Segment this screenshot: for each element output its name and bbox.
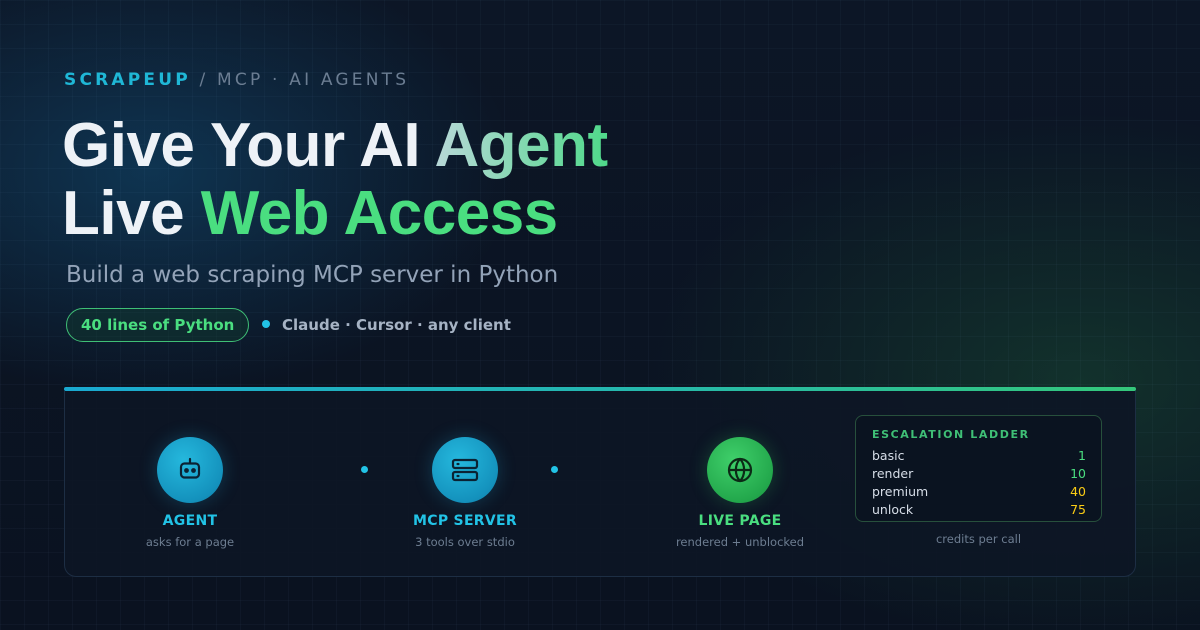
ladder-row-basic: basic 1 bbox=[872, 447, 1086, 465]
ladder-row-label: unlock bbox=[872, 502, 914, 517]
subtitle: Build a web scraping MCP server in Pytho… bbox=[66, 262, 559, 288]
ladder-row-value: 75 bbox=[1070, 502, 1086, 517]
server-icon-circle bbox=[432, 437, 498, 503]
headline-line-2: Live Web Access bbox=[62, 180, 608, 248]
supported-clients: Claude · Cursor · any client bbox=[282, 316, 511, 334]
brand-name: SCRAPEUP bbox=[64, 70, 191, 90]
ladder-row-label: render bbox=[872, 466, 914, 481]
agent-subtitle: asks for a page bbox=[145, 535, 235, 549]
ladder-row-render: render 10 bbox=[872, 465, 1086, 483]
robot-icon bbox=[179, 457, 201, 479]
headline-line-1-highlight: Agent bbox=[434, 111, 609, 180]
globe-icon-circle bbox=[707, 437, 773, 503]
flow-node-mcp-server: MCP SERVER 3 tools over stdio bbox=[365, 437, 565, 549]
ladder-row-value: 10 bbox=[1070, 466, 1086, 481]
server-icon bbox=[451, 458, 479, 482]
live-page-subtitle: rendered + unblocked bbox=[675, 535, 805, 549]
agent-title: AGENT bbox=[162, 513, 218, 529]
flow-connector-dot bbox=[361, 466, 368, 473]
eyebrow: SCRAPEUP / MCP · AI AGENTS bbox=[64, 70, 409, 90]
eyebrow-tagline: / MCP · AI AGENTS bbox=[190, 70, 410, 90]
agent-icon-circle bbox=[157, 437, 223, 503]
flow-connector-dot bbox=[551, 466, 558, 473]
ladder-row-premium: premium 40 bbox=[872, 483, 1086, 501]
escalation-ladder-card: ESCALATION LADDER basic 1 render 10 prem… bbox=[855, 415, 1102, 522]
headline: Give Your AI Agent Live Web Access bbox=[62, 112, 608, 248]
mcp-server-title: MCP SERVER bbox=[413, 513, 517, 529]
headline-line-1: Give Your AI Agent bbox=[62, 112, 608, 180]
headline-line-2-plain: Live bbox=[62, 179, 201, 248]
ladder-row-label: basic bbox=[872, 448, 905, 463]
lines-of-code-badge: 40 lines of Python bbox=[66, 308, 250, 342]
panel-accent-bar bbox=[64, 387, 1136, 391]
ladder-row-value: 40 bbox=[1070, 484, 1086, 499]
ladder-row-unlock: unlock 75 bbox=[872, 501, 1086, 519]
ladder-caption: credits per call bbox=[935, 532, 1022, 546]
ladder-row-label: premium bbox=[872, 484, 929, 499]
globe-icon bbox=[727, 457, 753, 483]
mcp-server-subtitle: 3 tools over stdio bbox=[415, 535, 515, 549]
headline-line-1-plain: Give Your AI bbox=[62, 111, 435, 180]
escalation-ladder-title: ESCALATION LADDER bbox=[872, 428, 1030, 441]
separator-dot bbox=[262, 320, 270, 328]
live-page-title: LIVE PAGE bbox=[698, 513, 782, 529]
ladder-row-value: 1 bbox=[1078, 448, 1086, 463]
headline-line-2-highlight: Web Access bbox=[200, 179, 558, 248]
flow-node-agent: AGENT asks for a page bbox=[90, 437, 290, 549]
flow-node-live-page: LIVE PAGE rendered + unblocked bbox=[640, 437, 840, 549]
